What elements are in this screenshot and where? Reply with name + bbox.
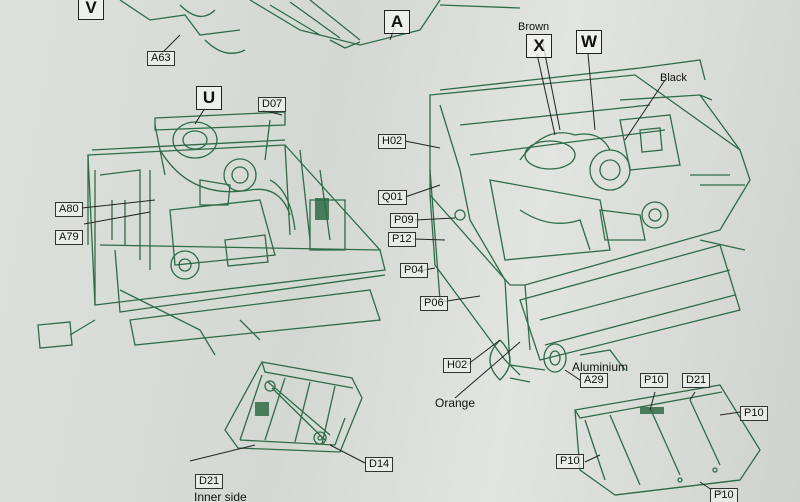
part-label-p09: P09 [390, 213, 418, 228]
color-note-aluminium: Aluminium [572, 360, 629, 374]
part-label-p10-top: P10 [640, 373, 668, 388]
part-label-h02-bottom: H02 [443, 358, 472, 373]
part-label-p10-right: P10 [740, 406, 768, 421]
part-label-d07: D07 [258, 97, 287, 112]
part-label-q01: Q01 [378, 190, 407, 205]
step-letter-u: U [196, 86, 222, 110]
color-note-brown: Brown [518, 21, 550, 33]
part-label-d14: D14 [365, 457, 394, 472]
part-label-p12: P12 [388, 232, 416, 247]
part-label-a63: A63 [147, 51, 175, 66]
part-label-p10-bottom: P10 [710, 488, 738, 502]
part-label-p10-left: P10 [556, 454, 584, 469]
step-letter-x: X [526, 34, 552, 58]
color-note-orange: Orange [435, 396, 476, 410]
part-label-a80: A80 [55, 202, 83, 217]
part-label-p04: P04 [400, 263, 428, 278]
part-label-a79: A79 [55, 230, 83, 245]
color-note-black: Black [660, 72, 687, 84]
caption-inner-side: Inner side [194, 490, 247, 502]
part-label-h02-top: H02 [378, 134, 407, 149]
part-label-d21-right: D21 [682, 373, 711, 388]
part-label-p06: P06 [420, 296, 448, 311]
step-letter-v: V [78, 0, 104, 20]
part-label-a29: A29 [580, 373, 608, 388]
step-letter-a: A [384, 10, 410, 34]
part-label-d21-left: D21 [195, 474, 224, 489]
step-letter-w: W [576, 30, 602, 54]
